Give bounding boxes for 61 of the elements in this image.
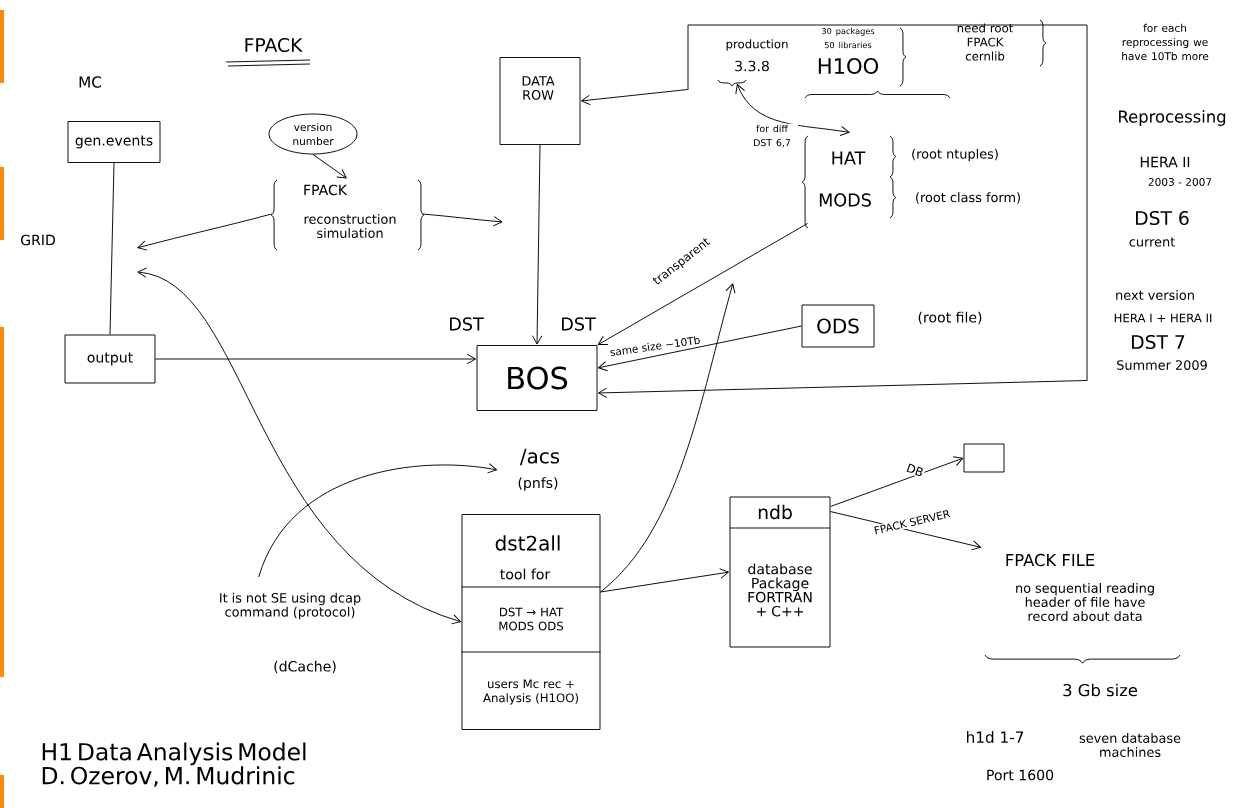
handwritten-note: seven database machines [1079, 733, 1181, 758]
handwritten-note: GRID [21, 234, 55, 246]
edge-label: same size ~10Tb [607, 334, 703, 358]
handwritten-note: 3 Gb size [1063, 683, 1138, 697]
underlined-heading: FPACK [225, 37, 311, 67]
edge-label: DB [904, 461, 926, 479]
labeled-box: output [64, 334, 156, 384]
side-label: (root file) [918, 311, 982, 325]
labeled-box: DATA ROW [499, 57, 581, 145]
handwritten-note: /acs (pnfs) [518, 448, 560, 491]
handwritten-note: FPACK FILE no sequential reading header of file have record about data [1006, 553, 1154, 622]
side-label: DST [562, 317, 596, 331]
arrow [532, 144, 543, 345]
handwritten-note: next version [1116, 290, 1194, 300]
arrow [597, 325, 802, 372]
handwritten-note: Summer 2009 [1117, 360, 1207, 370]
braced-text: HAT MODS [801, 135, 897, 229]
arrow [580, 89, 688, 106]
arrow [258, 463, 498, 578]
sectioned-box: dst2all tool for DST → HAT MODS ODS users Mc rec + Analysis (H1OO) [461, 514, 601, 730]
handwritten-note: (root class form) [916, 192, 1020, 204]
handwritten-note: current [1129, 237, 1175, 247]
braced-text: FPACK reconstruction simulation [270, 179, 425, 251]
braced-text: production 3.3.8 [717, 39, 788, 87]
handwritten-note: h1d 1-7 [967, 731, 1024, 743]
labeled-box: BOS [476, 345, 598, 411]
handwritten-note: for each reprocessing we have 10Tb more [1122, 23, 1209, 61]
arrow [600, 568, 730, 593]
handwritten-note: 2003 - 2007 [1148, 178, 1212, 186]
arrow [137, 267, 462, 625]
sectioned-box: ndb database Package FORTRAN + C++ [729, 496, 831, 648]
arrow [597, 380, 1088, 398]
arrow [155, 353, 477, 365]
side-label: DST [450, 317, 484, 331]
arrow [137, 213, 272, 251]
arrow [830, 456, 964, 507]
handwritten-note: HERA II [1140, 156, 1190, 168]
handwritten-note: need root FPACK cernlib [957, 23, 1014, 61]
handwritten-note: Reprocessing [1119, 110, 1226, 126]
braced-text: 30 packages 50 libraries H1OO [818, 27, 907, 87]
handwritten-note: It is not SE using dcap command (protocol) (dCache) [220, 592, 361, 674]
connector-line [109, 162, 115, 335]
arrow [735, 83, 850, 136]
arrow [422, 213, 503, 227]
handwritten-note: (root ntuples) [912, 148, 998, 162]
handwritten-note: Port 1600 [987, 769, 1054, 781]
handwritten-note: DST 6 [1136, 210, 1189, 226]
arrow [830, 511, 982, 551]
labeled-box: ODS [801, 304, 875, 348]
arrow [600, 283, 736, 593]
arrow [597, 223, 808, 346]
handwritten-note: MC [79, 76, 102, 88]
handwritten-note: DST 7 [1132, 334, 1185, 350]
edge-label: for diff DST 6,7 [745, 123, 799, 149]
edge-label: FPACK SERVER [871, 507, 953, 537]
ellipse-bubble: version number [268, 113, 358, 155]
caption: H1 Data Analysis Model D. Ozerov, M. Mudrinic [42, 742, 306, 787]
arrow [312, 154, 347, 179]
labeled-box: gen.events [67, 121, 161, 163]
empty-box [963, 443, 1005, 473]
handwritten-note: HERA I + HERA II [1114, 313, 1212, 323]
